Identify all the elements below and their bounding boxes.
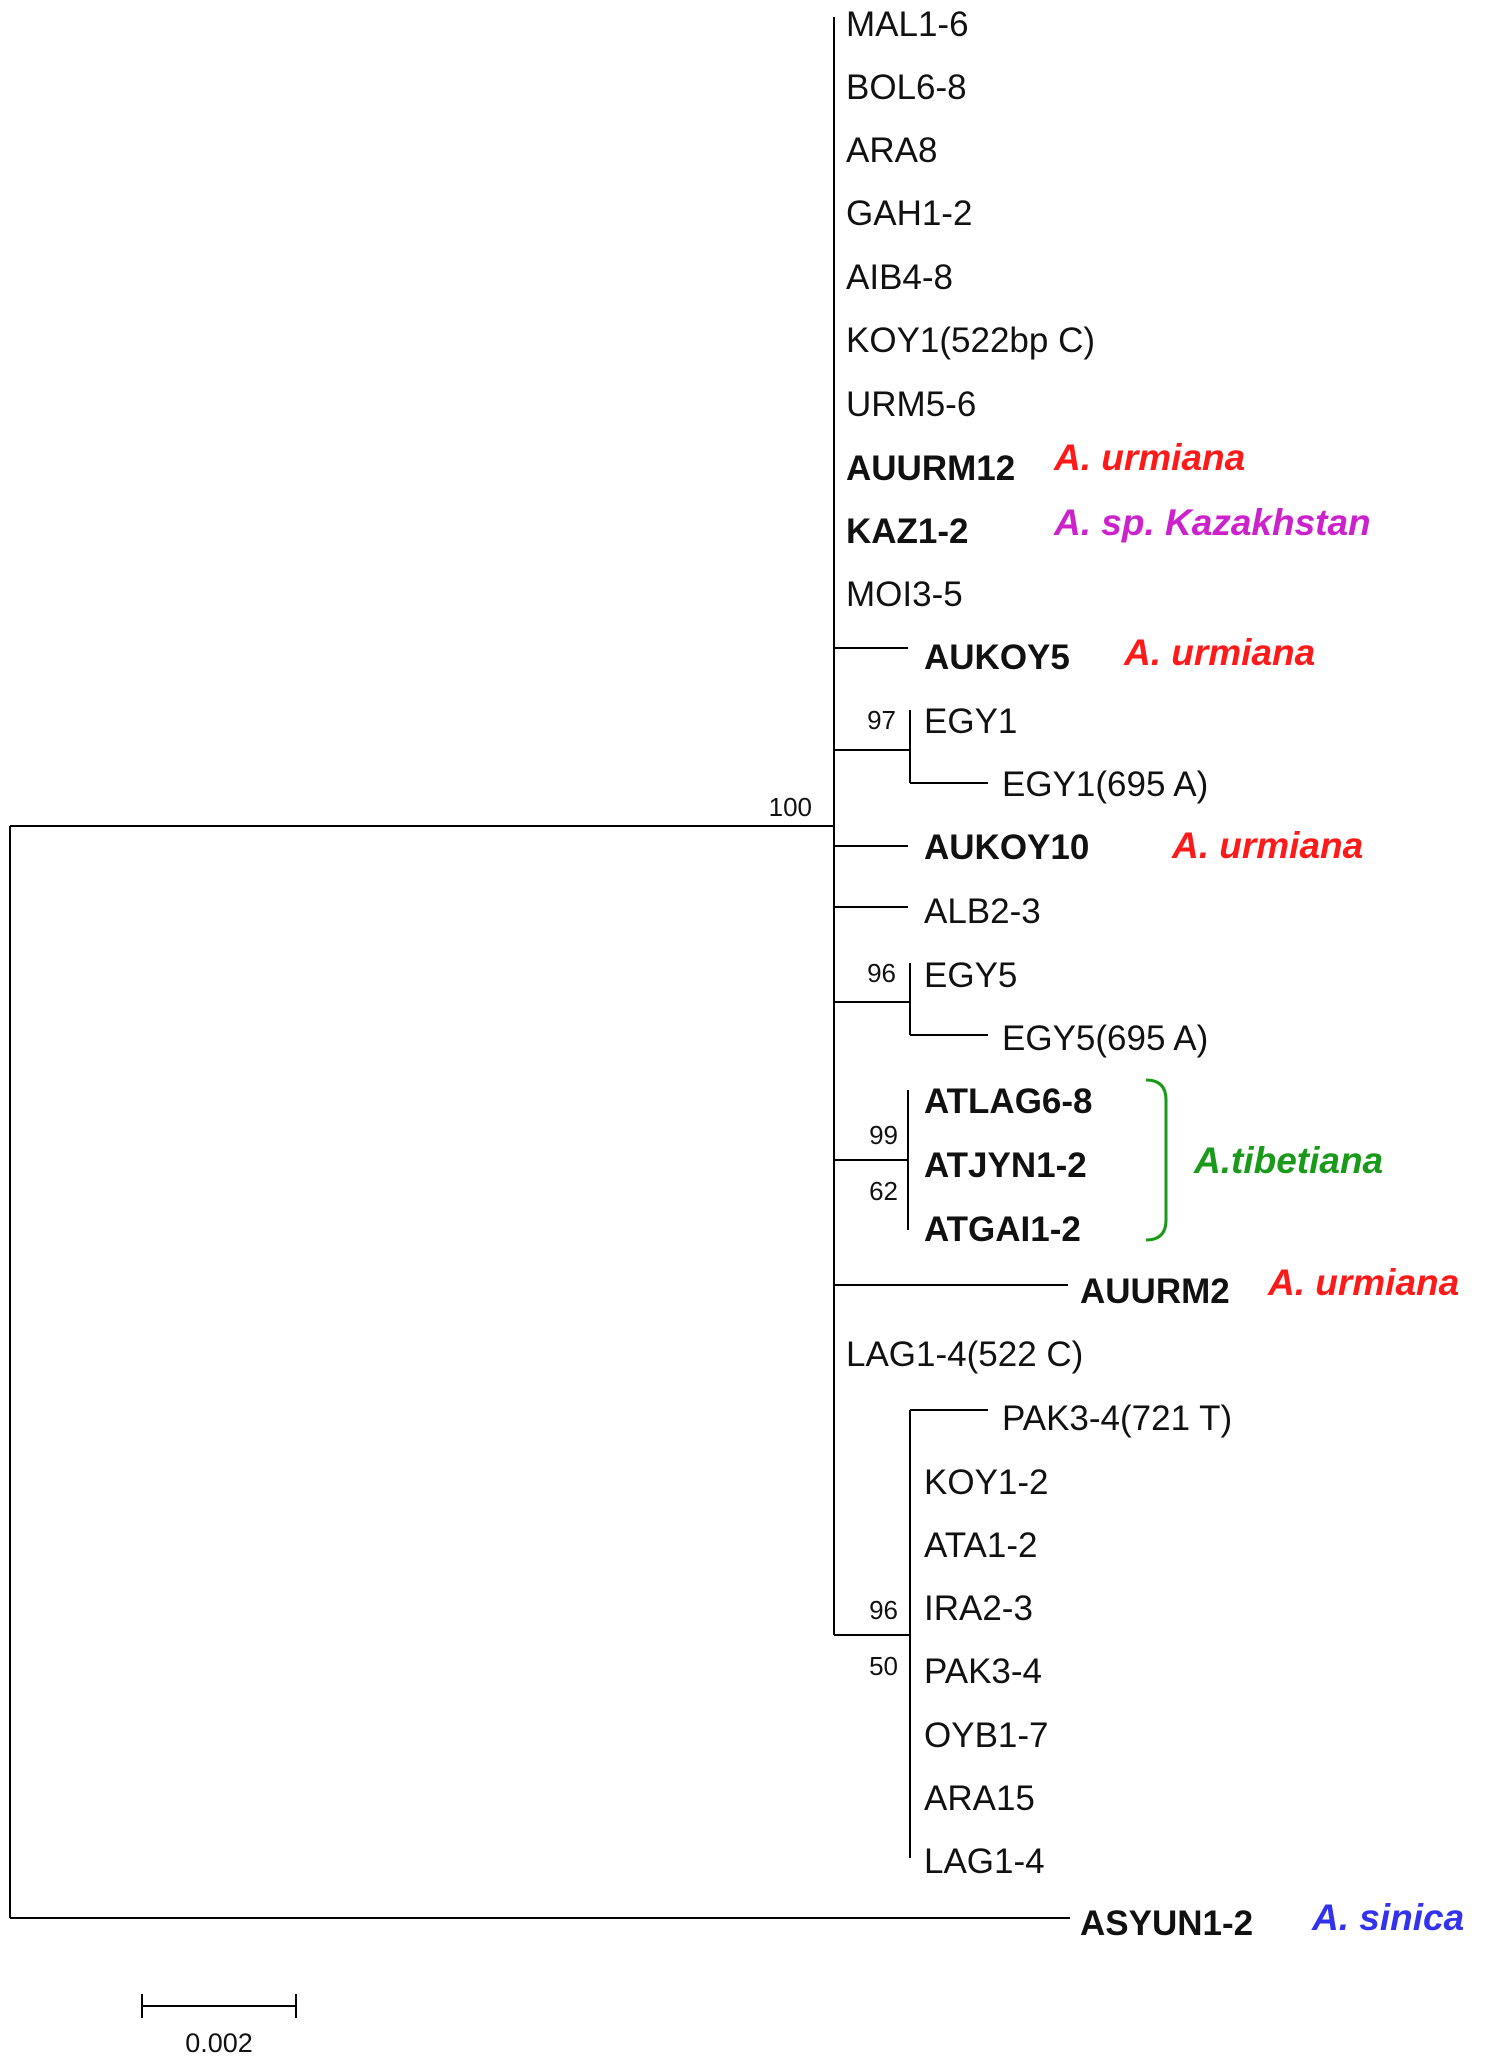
bootstrap-value: 50 bbox=[869, 1651, 898, 1681]
leaf-label: ALB2-3 bbox=[924, 892, 1041, 931]
leaf-label: LAG1-4 bbox=[924, 1842, 1045, 1881]
bootstrap-value: 96 bbox=[869, 1595, 898, 1625]
species-label-urmiana: A. urmiana bbox=[1053, 437, 1245, 478]
leaf-label: GAH1-2 bbox=[846, 194, 972, 233]
leaf-label: PAK3-4(721 T) bbox=[1002, 1399, 1232, 1438]
leaf-label: URM5-6 bbox=[846, 385, 976, 424]
species-label-urmiana: A. urmiana bbox=[1123, 632, 1315, 673]
leaf-label: ATLAG6-8 bbox=[924, 1082, 1093, 1121]
leaf-label: ATA1-2 bbox=[924, 1526, 1037, 1565]
leaf-label: ASYUN1-2 bbox=[1080, 1904, 1253, 1943]
leaf-label: OYB1-7 bbox=[924, 1716, 1049, 1755]
leaf-label: AUURM2 bbox=[1080, 1272, 1230, 1311]
leaf-label: LAG1-4(522 C) bbox=[846, 1335, 1083, 1374]
leaf-label: KOY1(522bp C) bbox=[846, 321, 1095, 360]
species-label-urmiana: A. urmiana bbox=[1171, 825, 1363, 866]
leaf-label: EGY5(695 A) bbox=[1002, 1019, 1208, 1058]
leaf-label: AUURM12 bbox=[846, 449, 1015, 488]
leaf-label: AUKOY5 bbox=[924, 638, 1070, 677]
species-label-urmiana: A. urmiana bbox=[1267, 1262, 1459, 1303]
leaf-label: BOL6-8 bbox=[846, 68, 967, 107]
leaf-label: EGY1 bbox=[924, 702, 1017, 741]
leaf-label: ATJYN1-2 bbox=[924, 1146, 1087, 1185]
leaf-label: KOY1-2 bbox=[924, 1463, 1049, 1502]
bootstrap-value: 99 bbox=[869, 1120, 898, 1150]
leaf-label: PAK3-4 bbox=[924, 1652, 1042, 1691]
species-label-kazakhstan: A. sp. Kazakhstan bbox=[1053, 502, 1371, 543]
leaf-label: AUKOY10 bbox=[924, 828, 1089, 867]
leaf-label: ATGAI1-2 bbox=[924, 1210, 1081, 1249]
leaf-label: IRA2-3 bbox=[924, 1589, 1033, 1628]
scale-bar-label: 0.002 bbox=[185, 2028, 253, 2058]
leaf-label: AIB4-8 bbox=[846, 258, 953, 297]
bootstrap-value: 62 bbox=[869, 1176, 898, 1206]
leaf-label: EGY5 bbox=[924, 956, 1017, 995]
leaf-label: ARA15 bbox=[924, 1779, 1035, 1818]
leaf-label: MAL1-6 bbox=[846, 5, 969, 44]
bootstrap-value: 97 bbox=[867, 705, 896, 735]
bootstrap-value: 100 bbox=[769, 792, 812, 822]
scale-bar bbox=[141, 1994, 297, 2018]
leaf-label: EGY1(695 A) bbox=[1002, 765, 1208, 804]
leaf-label: KAZ1-2 bbox=[846, 512, 969, 551]
bootstrap-value: 96 bbox=[867, 958, 896, 988]
leaf-label: ARA8 bbox=[846, 131, 937, 170]
species-label-tibetiana: A.tibetiana bbox=[1193, 1140, 1383, 1181]
tibetiana-bracket bbox=[1145, 1078, 1168, 1242]
leaf-label: MOI3-5 bbox=[846, 575, 963, 614]
species-label-sinica: A. sinica bbox=[1311, 1897, 1464, 1938]
